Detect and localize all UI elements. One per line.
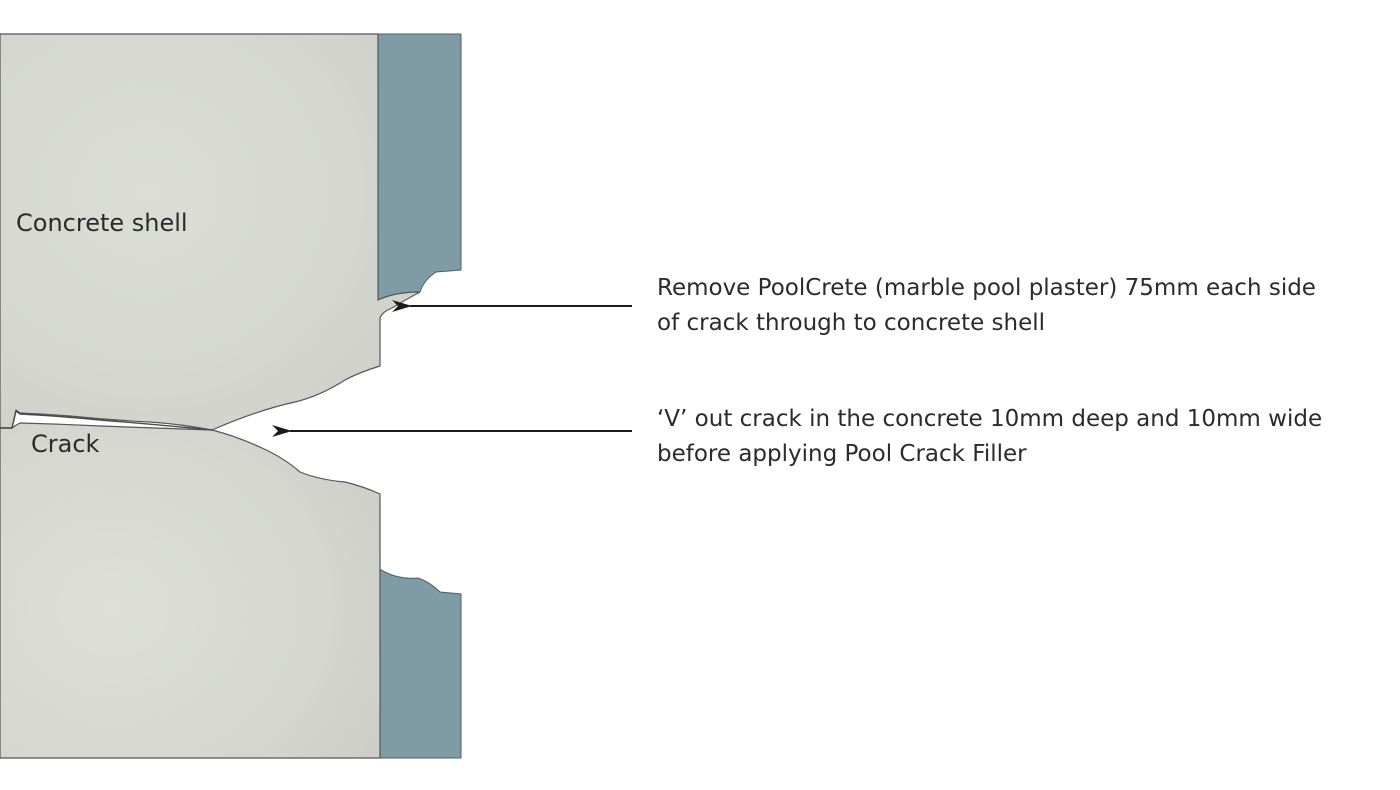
callout-v-out-crack-line1: ‘V’ out crack in the concrete 10mm deep … xyxy=(657,406,1322,432)
callout-remove-plaster-line2: of crack through to concrete shell xyxy=(657,310,1045,336)
callout-remove-plaster-line1: Remove PoolCrete (marble pool plaster) 7… xyxy=(657,275,1316,301)
concrete-shell-upper xyxy=(0,33,421,431)
plaster-layer-lower xyxy=(377,567,462,759)
callout-v-out-crack-line2: before applying Pool Crack Filler xyxy=(657,441,1027,467)
label-concrete-shell: Concrete shell xyxy=(16,209,188,237)
crack-line xyxy=(0,409,213,431)
concrete-shell-lower xyxy=(0,422,381,759)
plaster-layer-upper xyxy=(377,33,462,301)
label-crack: Crack xyxy=(31,430,100,458)
